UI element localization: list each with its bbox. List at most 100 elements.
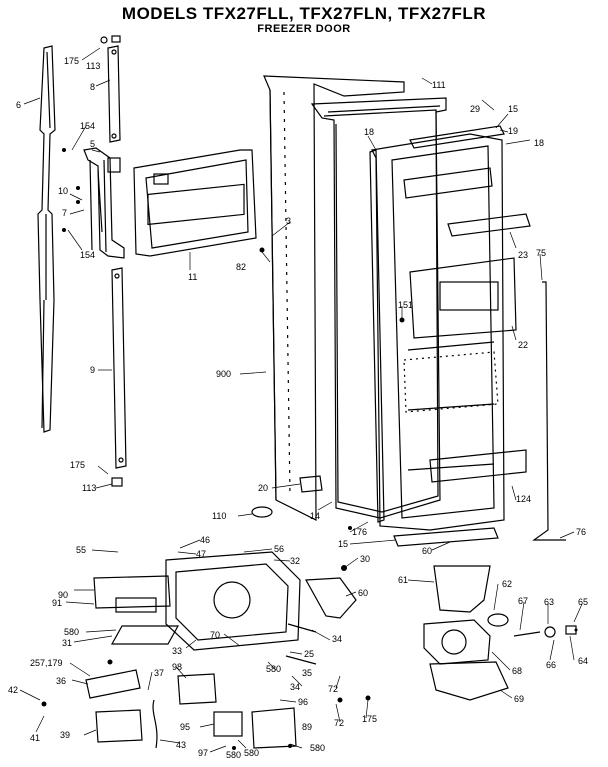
part-label: 46 <box>200 535 210 545</box>
mounting-bracket-part <box>305 577 357 619</box>
dispenser-housing-part <box>165 551 301 651</box>
part-label: 900 <box>216 369 231 379</box>
ice-chute-part <box>433 565 491 613</box>
part-label: 111 <box>432 80 446 90</box>
part-label: 25 <box>304 649 314 659</box>
shaft-part <box>513 631 541 637</box>
bottom-rail-part <box>393 527 499 547</box>
part-label: 580 <box>310 743 325 753</box>
part-label: 257,179 <box>30 658 63 668</box>
part-label: 37 <box>154 668 164 678</box>
part-label: 65 <box>578 597 588 607</box>
door-handle-trim-part <box>37 45 56 433</box>
part-label: 8 <box>90 82 95 92</box>
part-label: 15 <box>508 104 518 114</box>
leader-lines <box>19 47 583 753</box>
door-gasket-part <box>310 97 447 519</box>
top-trim-strip-part <box>107 45 121 143</box>
part-label: 97 <box>198 748 208 758</box>
screw-part <box>100 36 108 44</box>
part-label: 18 <box>364 127 374 137</box>
part-label: 47 <box>196 549 206 559</box>
outer-door-shell-part <box>263 75 405 521</box>
part-label: 3 <box>286 216 291 226</box>
part-label: 20 <box>258 483 268 493</box>
part-label: 33 <box>172 646 182 656</box>
part-label: 63 <box>544 597 554 607</box>
part-label: 30 <box>360 554 370 564</box>
cam-part <box>299 475 323 493</box>
part-label: 151 <box>398 300 413 310</box>
part-label: 31 <box>62 638 72 648</box>
access-cover-part <box>251 707 297 749</box>
bushing-part <box>251 506 273 518</box>
part-label: 175 <box>70 460 85 470</box>
part-label: 124 <box>516 494 531 504</box>
part-label: 18 <box>534 138 544 148</box>
part-label: 89 <box>302 722 312 732</box>
motor-assembly-part <box>423 619 491 665</box>
part-label: 36 <box>56 676 66 686</box>
part-label: 72 <box>334 718 344 728</box>
part-label: 22 <box>518 340 528 350</box>
side-rod-part <box>369 149 385 523</box>
part-label: 110 <box>212 511 226 521</box>
part-label: 154 <box>80 250 95 260</box>
diagram-subtitle: FREEZER DOOR <box>257 23 351 35</box>
drip-tray-part <box>429 661 509 701</box>
actuator-part <box>93 575 171 613</box>
dispenser-cover-panel-part <box>133 149 257 257</box>
solenoid-part <box>177 673 217 705</box>
part-label: 96 <box>298 697 308 707</box>
part-label: 62 <box>502 579 512 589</box>
part-label: 60 <box>422 546 432 556</box>
part-label: 95 <box>180 722 190 732</box>
part-label: 175 <box>64 56 79 66</box>
part-label: 580 <box>244 748 259 758</box>
part-label: 113 <box>82 483 96 493</box>
part-label: 6 <box>16 100 21 110</box>
part-label: 68 <box>512 666 522 676</box>
switch-rods-part <box>285 623 317 665</box>
bearing-part <box>487 613 509 627</box>
part-label: 34 <box>290 682 300 692</box>
part-label: 113 <box>86 61 100 71</box>
heater-wire-part <box>532 281 566 541</box>
part-label: 29 <box>470 104 480 114</box>
door-liner-part <box>371 133 527 531</box>
part-label: 60 <box>358 588 368 598</box>
part-label: 35 <box>302 668 312 678</box>
part-label: 154 <box>80 121 95 131</box>
part-label: 32 <box>290 556 300 566</box>
control-box-part <box>95 709 143 743</box>
part-label: 14 <box>310 511 320 521</box>
part-label: 5 <box>90 139 95 149</box>
part-label: 64 <box>578 656 588 666</box>
part-label: 42 <box>8 685 18 695</box>
part-label: 580 <box>64 627 79 637</box>
part-label: 10 <box>58 186 68 196</box>
part-label: 82 <box>236 262 246 272</box>
spring-part <box>152 699 158 749</box>
part-label: 90 <box>58 590 68 600</box>
part-label: 70 <box>210 630 220 640</box>
part-labels: 175 113 6 8 154 5 10 7 154 11 3 82 111 2… <box>8 56 588 760</box>
part-label: 55 <box>76 545 86 555</box>
part-label: 91 <box>52 598 62 608</box>
part-label: 19 <box>508 126 518 136</box>
handle-assembly-part <box>83 147 125 259</box>
part-label: 23 <box>518 250 528 260</box>
part-label: 9 <box>90 365 95 375</box>
fan-motor-part <box>213 711 243 737</box>
part-label: 66 <box>546 660 556 670</box>
part-label: 75 <box>536 248 546 258</box>
part-label: 69 <box>514 694 524 704</box>
part-label: 56 <box>274 544 284 554</box>
diagram-title: MODELS TFX27FLL, TFX27FLN, TFX27FLR <box>121 4 487 23</box>
part-label: 34 <box>332 634 342 644</box>
part-label: 175 <box>362 714 377 724</box>
part-label: 176 <box>352 527 367 537</box>
part-label: 580 <box>226 750 241 760</box>
shelf-bar-part <box>447 213 531 237</box>
